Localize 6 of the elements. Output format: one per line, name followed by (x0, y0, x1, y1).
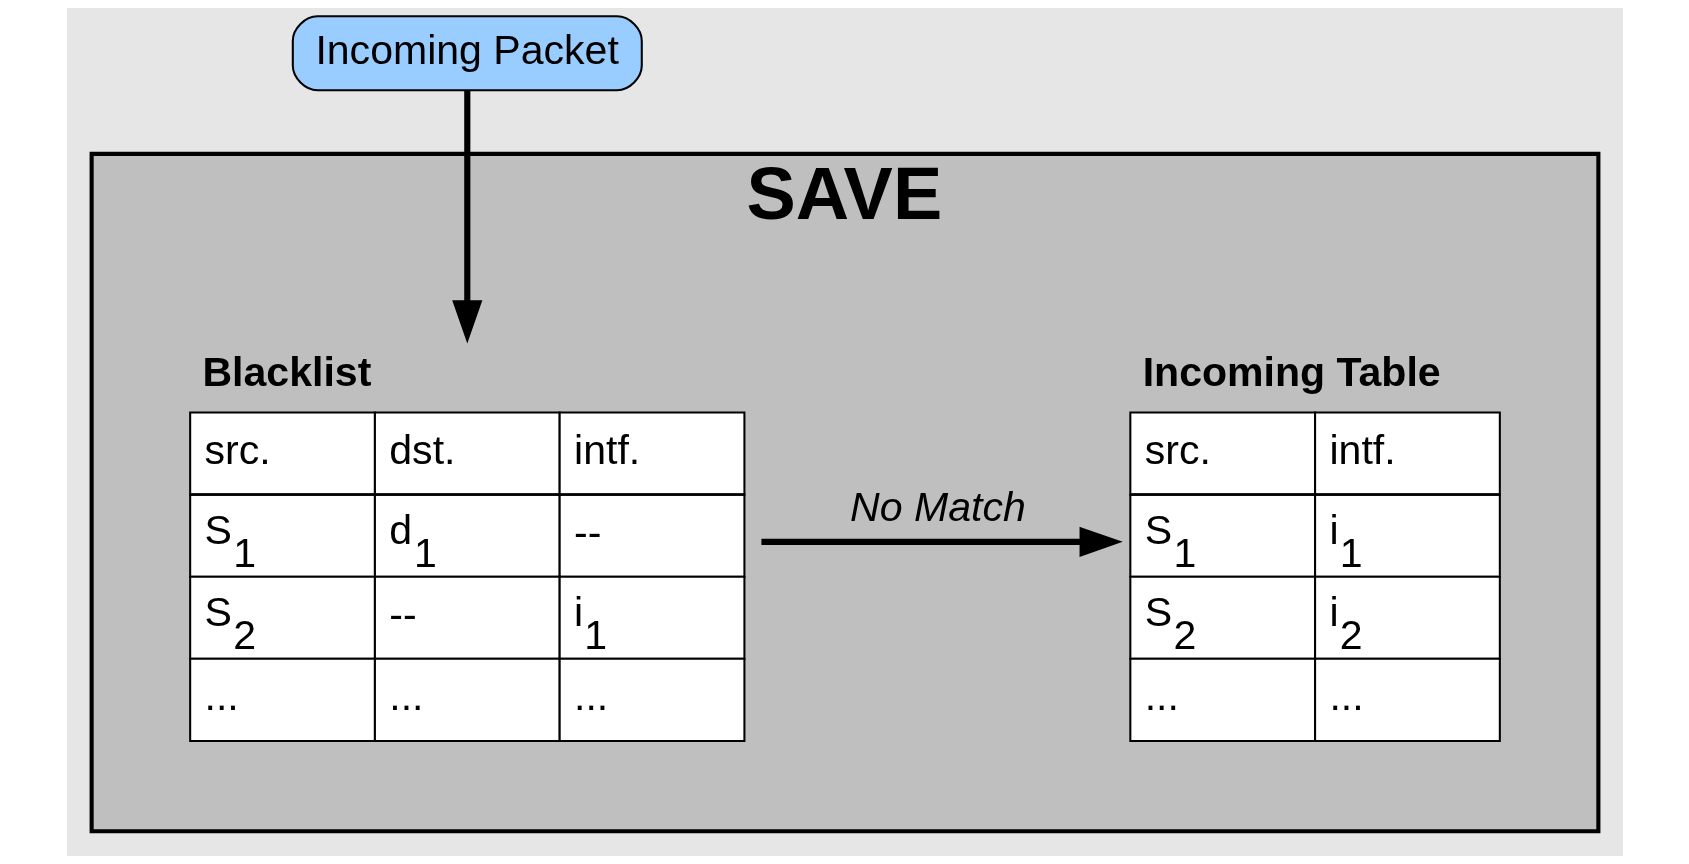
arrow (760, 526, 1123, 557)
node-label: Incoming Table (1142, 348, 1441, 395)
node-label: Blacklist (201, 348, 371, 395)
arrow (451, 90, 482, 344)
node-box: Incoming Packet (291, 15, 643, 92)
edge-label: No Match (849, 484, 1026, 531)
